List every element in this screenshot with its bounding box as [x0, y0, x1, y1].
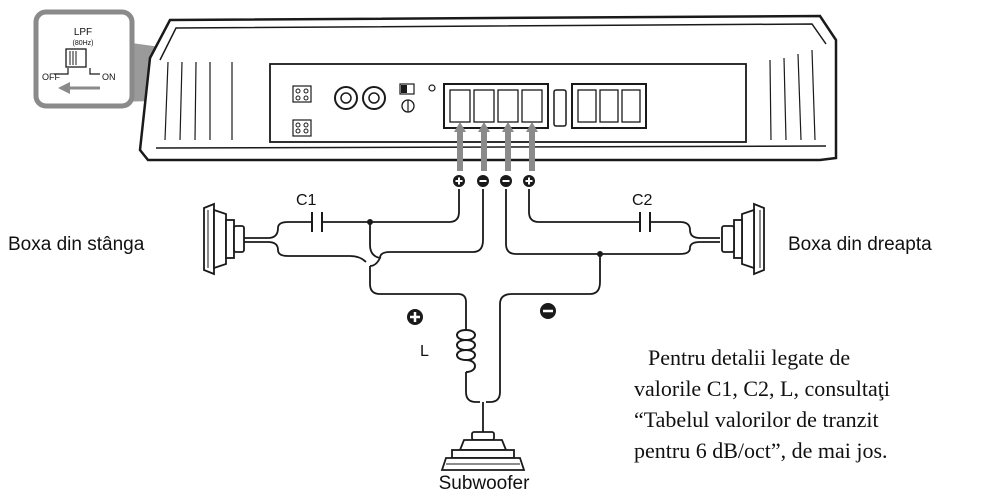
right-speaker: [721, 202, 765, 276]
wire-right-speaker-neg: [600, 241, 720, 255]
capacitor-c1: [311, 212, 323, 232]
wire-c1-left: [244, 221, 312, 239]
plus-icon: [523, 175, 535, 187]
wire-left-negative-b: [349, 255, 367, 263]
right-speaker-label: Boxa din dreapta: [788, 234, 932, 255]
left-speaker: [203, 202, 245, 276]
c2-label: C2: [632, 192, 653, 209]
left-speaker-label: Boxa din stânga: [8, 234, 145, 255]
off-label: OFF: [42, 72, 60, 82]
wire-right-minus: [505, 189, 600, 255]
minus-icon: [540, 303, 556, 319]
wire-coil-down: [465, 372, 480, 403]
wire-sub-negative: [486, 254, 601, 403]
amplifier: [138, 14, 838, 162]
note-line: pentru 6 dB/oct”, de mai jos.: [634, 438, 888, 463]
terminal-arrows: [454, 122, 538, 171]
capacitor-c2: [639, 212, 651, 232]
minus-icon: [477, 175, 489, 187]
lpf-inset: LPF (80Hz) OFF ON: [33, 9, 135, 109]
note-line: valorile C1, C2, L, consultaţi: [634, 376, 890, 401]
wire-right-positive: [528, 189, 640, 223]
junction-dot: [597, 251, 603, 257]
polarity-symbols: [453, 175, 535, 187]
note-line: Pentru detalii legate de: [648, 345, 850, 370]
wire-left-node-down: [369, 222, 382, 267]
note-block: Pentru detalii legate de valorile C1, C2…: [634, 345, 890, 463]
plus-icon: [453, 175, 465, 187]
inset-subtitle: (80Hz): [72, 40, 93, 47]
on-label: ON: [102, 72, 116, 82]
note-line: “Tabelul valorilor de tranzit: [634, 407, 879, 432]
arrow-left-icon: [58, 82, 100, 94]
wire-sub-positive: [369, 266, 467, 330]
subwoofer: [440, 431, 526, 471]
inset-title: LPF: [74, 27, 92, 38]
wires: [244, 189, 720, 432]
wire-left-positive: [370, 189, 460, 223]
wire-c2-right: [650, 221, 720, 239]
plus-icon: [407, 309, 423, 325]
inductor-coil: [456, 329, 476, 373]
junction-dot: [367, 219, 373, 225]
c1-label: C1: [296, 192, 317, 209]
l-label: L: [420, 343, 429, 360]
subwoofer-label: Subwoofer: [439, 473, 531, 494]
wire-left-minus: [379, 189, 484, 259]
wire-left-negative-a: [244, 241, 350, 257]
minus-icon: [500, 175, 512, 187]
